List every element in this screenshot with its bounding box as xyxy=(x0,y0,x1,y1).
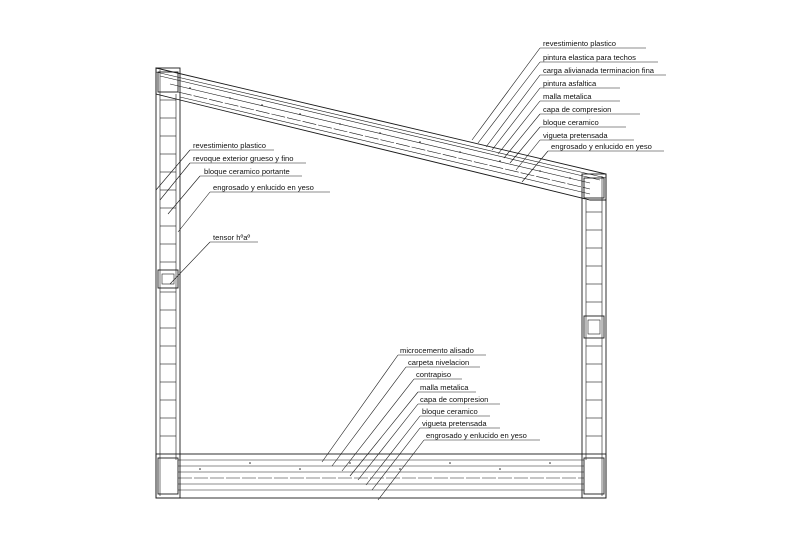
wall-callouts: revestimiento plastico revoque exterior … xyxy=(155,141,330,285)
roof-callout-5: malla metalica xyxy=(497,92,620,155)
floor-callouts: microcemento alisado carpeta nivelacion … xyxy=(321,346,540,501)
wall-callout-4: engrosado y enlucido en yeso xyxy=(177,183,330,233)
right-top-beam xyxy=(583,177,605,199)
left-wall xyxy=(155,67,181,499)
floor-label-5: capa de compresion xyxy=(420,395,488,404)
roof-callouts: revestimiento plastico pintura elastica … xyxy=(471,39,666,183)
floor-callout-6: bloque ceramico xyxy=(365,407,490,486)
floor-beam-right xyxy=(583,457,605,495)
roof-label-1: revestimiento plastico xyxy=(543,39,616,48)
right-wall-courses xyxy=(586,211,602,437)
left-wall-courses xyxy=(160,99,176,437)
floor-callout-5: capa de compresion xyxy=(357,395,500,481)
floor-label-1: microcemento alisado xyxy=(400,346,474,355)
wall-label-4: engrosado y enlucido en yeso xyxy=(213,183,314,192)
floor-beam-left xyxy=(157,457,179,495)
floor-callout-7: vigueta pretensada xyxy=(371,419,500,491)
floor-label-8: engrosado y enlucido en yeso xyxy=(426,431,527,440)
right-tensor-beam xyxy=(583,315,605,339)
tensor-callout: tensor hºaº xyxy=(169,233,258,285)
wall-label-2: revoque exterior grueso y fino xyxy=(193,154,293,163)
wall-callout-3: bloque ceramico portante xyxy=(167,167,302,215)
roof-label-3: carga alivianada terminacion fina xyxy=(543,66,655,75)
floor-callout-1: microcemento alisado xyxy=(321,346,486,463)
roof-label-4: pintura asfaltica xyxy=(543,79,597,88)
wall-callout-2: revoque exterior grueso y fino xyxy=(159,154,306,201)
floor-label-3: contrapiso xyxy=(416,370,451,379)
roof-callout-4: pintura asfaltica xyxy=(491,79,620,151)
floor-label-7: vigueta pretensada xyxy=(422,419,487,428)
wall-callout-1: revestimiento plastico xyxy=(155,141,274,191)
roof-label-8: vigueta pretensada xyxy=(543,131,608,140)
left-tensor-beam xyxy=(157,269,179,289)
roof-callout-7: bloque ceramico xyxy=(509,118,626,164)
floor-label-4: malla metalica xyxy=(420,383,469,392)
floor-slab xyxy=(155,453,607,499)
floor-callout-8: engrosado y enlucido en yeso xyxy=(377,431,540,501)
roof-callout-1: revestimiento plastico xyxy=(471,39,646,141)
roof-aggregate xyxy=(189,87,571,179)
roof-callout-3: carga alivianada terminacion fina xyxy=(485,66,666,148)
tensor-label: tensor hºaº xyxy=(213,233,250,242)
roof-label-5: malla metalica xyxy=(543,92,592,101)
floor-label-6: bloque ceramico xyxy=(422,407,478,416)
roof-slab xyxy=(155,67,607,201)
floor-label-2: carpeta nivelacion xyxy=(408,358,469,367)
left-top-beam xyxy=(157,71,179,93)
floor-callout-4: malla metalica xyxy=(349,383,476,477)
right-wall xyxy=(581,173,607,499)
roof-callout-9: engrosado y enlucido en yeso xyxy=(521,142,664,183)
wall-label-3: bloque ceramico portante xyxy=(204,167,290,176)
wall-label-1: revestimiento plastico xyxy=(193,141,266,150)
roof-label-2: pintura elastica para techos xyxy=(543,53,636,62)
floor-callout-3: contrapiso xyxy=(341,370,462,472)
roof-callout-2: pintura elastica para techos xyxy=(477,53,658,144)
roof-label-9: engrosado y enlucido en yeso xyxy=(551,142,652,151)
roof-callout-8: vigueta pretensada xyxy=(515,131,634,171)
roof-label-6: capa de compresion xyxy=(543,105,611,114)
floor-callout-2: carpeta nivelacion xyxy=(331,358,480,467)
roof-label-7: bloque ceramico xyxy=(543,118,599,127)
roof-callout-6: capa de compresion xyxy=(503,105,640,159)
